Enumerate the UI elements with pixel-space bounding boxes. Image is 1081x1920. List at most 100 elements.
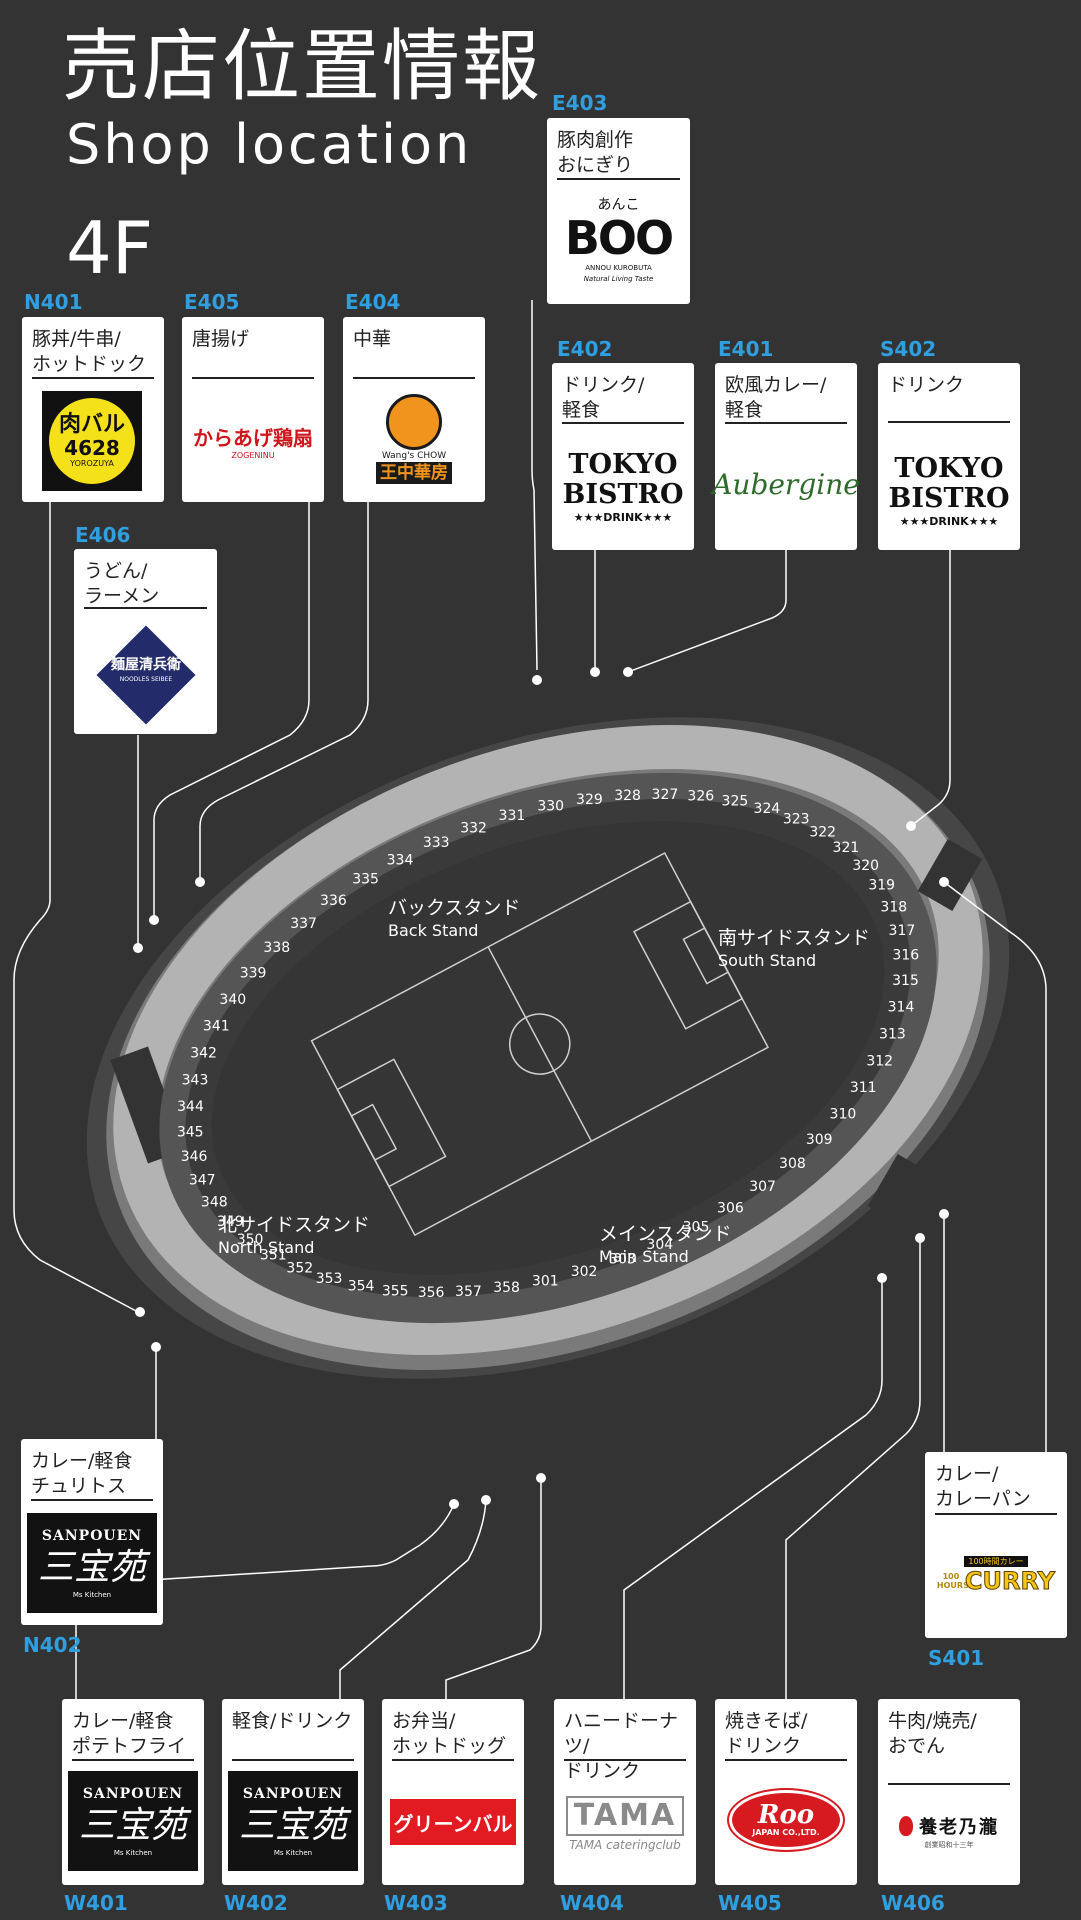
stand-label-north: 北サイドスタンド North Stand xyxy=(218,1213,370,1259)
section-label-317: 317 xyxy=(889,923,916,939)
divider xyxy=(84,607,207,609)
shop-category: お弁当/ ホットドッグ xyxy=(392,1710,507,1757)
section-label-334: 334 xyxy=(387,852,414,868)
logo-text: YOROZUYA xyxy=(70,459,114,468)
green-bar-logo: グリーンバル xyxy=(390,1799,516,1845)
chef-logo: Wang's CHOW 王中華房 xyxy=(365,391,463,487)
shop-card-s401[interactable]: カレー/ カレーパン 100時間カレー 100 HOURS CURRY xyxy=(925,1452,1067,1638)
shop-card-e406[interactable]: うどん/ ラーメン 麺屋清兵衛 NOODLES SEIBEE xyxy=(74,549,217,734)
section-label-322: 322 xyxy=(809,825,836,841)
logo-text: 4628 xyxy=(64,436,120,460)
logo-text: あんこ xyxy=(597,197,640,213)
divider xyxy=(888,1783,1010,1785)
shop-card-w402[interactable]: 軽食/ドリンク SANPOUEN 三宝苑 Ms Kitchen xyxy=(222,1699,364,1885)
shop-card-e404[interactable]: 中華 Wang's CHOW 王中華房 xyxy=(343,317,485,502)
section-label-320: 320 xyxy=(852,858,879,874)
divider xyxy=(888,421,1010,423)
section-label-342: 342 xyxy=(190,1046,217,1062)
logo-text: からあげ鶏扇 xyxy=(193,426,313,450)
stand-label-main-en: Main Stand xyxy=(599,1247,689,1266)
section-label-345: 345 xyxy=(177,1125,204,1141)
divider xyxy=(557,178,680,180)
section-label-350: 350 xyxy=(237,1232,264,1248)
section-label-318: 318 xyxy=(880,900,907,916)
section-label-323: 323 xyxy=(783,812,810,828)
shop-code-e402: E402 xyxy=(557,337,613,361)
logo-text: Natural Living Taste xyxy=(583,275,654,283)
logo-text: TAMA xyxy=(565,1796,685,1836)
section-label-328: 328 xyxy=(614,788,641,804)
section-label-319: 319 xyxy=(868,878,895,894)
logo-text: TOKYO xyxy=(894,453,1004,484)
section-label-303: 303 xyxy=(609,1252,636,1268)
section-label-341: 341 xyxy=(203,1019,230,1035)
section-label-349: 349 xyxy=(217,1214,244,1230)
divider xyxy=(725,1759,847,1761)
shop-category: ドリンク xyxy=(888,374,965,396)
section-label-313: 313 xyxy=(879,1027,906,1043)
shop-category: 軽食/ドリンク xyxy=(232,1710,353,1732)
tokyo-bistro-logo: TOKYO BISTRO ★★★DRINK★★★ xyxy=(560,445,686,531)
tokyo-bistro-logo: TOKYO BISTRO ★★★DRINK★★★ xyxy=(886,449,1012,535)
section-label-321: 321 xyxy=(833,840,860,856)
stand-label-south: 南サイドスタンド South Stand xyxy=(718,926,870,972)
divider xyxy=(564,1759,686,1761)
shop-category: カレー/軽食 チュリトス xyxy=(31,1450,133,1497)
logo-text: Ms Kitchen xyxy=(113,1849,153,1857)
shop-card-w401[interactable]: カレー/軽食 ポテトフライ SANPOUEN 三宝苑 Ms Kitchen xyxy=(62,1699,204,1885)
curry-logo-row: 100 HOURS CURRY xyxy=(937,1566,1056,1595)
noodle-logo-text: 麺屋清兵衛 NOODLES SEIBEE xyxy=(96,655,196,685)
section-label-335: 335 xyxy=(352,872,379,888)
shop-category: ドリンク/ 軽食 xyxy=(562,374,645,421)
shop-card-w405[interactable]: 焼きそば/ ドリンク Roo JAPAN CO.,LTD. xyxy=(715,1699,857,1885)
section-label-326: 326 xyxy=(687,789,714,805)
shop-category: カレー/ カレーパン xyxy=(935,1463,1031,1510)
divider xyxy=(31,1499,153,1501)
divider xyxy=(935,1513,1057,1515)
section-label-309: 309 xyxy=(806,1132,833,1148)
shop-card-e402[interactable]: ドリンク/ 軽食 TOKYO BISTRO ★★★DRINK★★★ xyxy=(552,363,694,550)
shop-card-n402[interactable]: カレー/軽食 チュリトス SANPOUEN 三宝苑 Ms Kitchen xyxy=(21,1439,163,1625)
logo-text: TOKYO xyxy=(568,449,678,480)
section-label-310: 310 xyxy=(830,1107,857,1123)
section-label-338: 338 xyxy=(263,940,290,956)
logo-text: Ms Kitchen xyxy=(72,1591,112,1599)
shop-category: 牛肉/焼売/ おでん xyxy=(888,1710,977,1757)
section-label-333: 333 xyxy=(423,835,450,851)
stand-label-back-en: Back Stand xyxy=(388,921,479,940)
logo-text: 三宝苑 xyxy=(78,1805,187,1846)
logo-text: 肉バル xyxy=(58,412,125,437)
shop-card-s402[interactable]: ドリンク TOKYO BISTRO ★★★DRINK★★★ xyxy=(878,363,1020,550)
gourd-icon xyxy=(899,1816,913,1836)
logo-text: 王中華房 xyxy=(376,462,452,484)
logo-text: 三宝苑 xyxy=(37,1547,146,1588)
shop-code-e401: E401 xyxy=(718,337,774,361)
shop-code-w406: W406 xyxy=(881,1891,945,1915)
section-label-355: 355 xyxy=(382,1283,409,1299)
shop-card-e405[interactable]: 唐揚げ からあげ鶏扇 ZOGENINU xyxy=(182,317,324,502)
section-label-351: 351 xyxy=(260,1247,287,1263)
shop-category: 中華 xyxy=(353,328,392,350)
shop-code-w405: W405 xyxy=(718,1891,782,1915)
section-label-304: 304 xyxy=(646,1237,673,1253)
shop-card-w403[interactable]: お弁当/ ホットドッグ グリーンバル xyxy=(382,1699,524,1885)
shop-code-w404: W404 xyxy=(560,1891,624,1915)
section-label-314: 314 xyxy=(888,1000,915,1016)
section-label-330: 330 xyxy=(537,799,564,815)
section-label-336: 336 xyxy=(320,893,347,909)
divider xyxy=(192,377,314,379)
logo-text: BISTRO xyxy=(562,479,684,510)
section-label-340: 340 xyxy=(219,992,246,1008)
shop-card-e401[interactable]: 欧風カレー/ 軽食 Aubergine xyxy=(712,363,860,550)
logo-text: グリーンバル xyxy=(393,1811,513,1836)
sanpouen-logo: SANPOUEN 三宝苑 Ms Kitchen xyxy=(27,1513,157,1613)
shop-category: 豚丼/牛串/ ホットドック xyxy=(32,328,147,375)
section-label-344: 344 xyxy=(177,1099,204,1115)
shop-card-w406[interactable]: 牛肉/焼売/ おでん 養老乃瀧 創業昭和十三年 xyxy=(878,1699,1020,1885)
shop-category: 唐揚げ xyxy=(192,328,250,350)
shop-card-n401[interactable]: 豚丼/牛串/ ホットドック 肉バル 4628 YOROZUYA xyxy=(22,317,164,502)
shop-card-w404[interactable]: ハニードーナツ/ ドリンク TAMA TAMA cateringclub xyxy=(554,1699,696,1885)
shop-card-e403[interactable]: 豚肉創作 おにぎり あんこ BOO ANNOU KUROBUTA Natural… xyxy=(547,118,690,304)
section-label-358: 358 xyxy=(493,1280,520,1296)
logo-text: 麺屋清兵衛 xyxy=(111,657,181,673)
